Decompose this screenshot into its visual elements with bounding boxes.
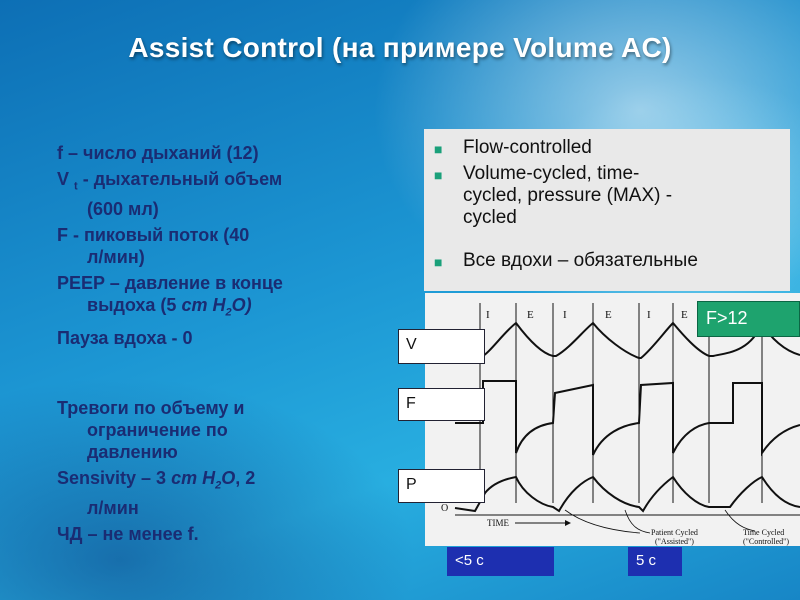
square-bullet-icon: ■	[434, 167, 443, 183]
characteristic-item: ■ Volume-cycled, time-cycled, pressure (…	[434, 163, 673, 228]
param-peak-flow: F - пиковый поток (40 л/мин)	[57, 224, 250, 267]
square-bullet-icon: ■	[434, 254, 443, 270]
flow-waveform	[455, 380, 800, 457]
interval-short-badge: <5 с	[447, 547, 554, 576]
pressure-waveform	[454, 475, 800, 513]
interval-five-badge: 5 с	[628, 547, 682, 576]
param-tidal-volume: V t - дыхательный объем (600 мл)	[57, 169, 283, 219]
square-bullet-icon: ■	[434, 141, 443, 157]
phase-label-expiration: E	[605, 309, 612, 321]
annotation-patient-cycled: Patient Cycled	[651, 528, 698, 537]
zero-label: O	[441, 503, 448, 514]
annotation-controlled: ("Controlled")	[743, 537, 789, 546]
phase-label-expiration: E	[681, 309, 688, 321]
frequency-badge: F>12	[697, 301, 800, 337]
param-pause: Пауза вдоха - 0	[57, 328, 193, 349]
slide-title: Assist Control (на примере Volume AC)	[128, 32, 672, 63]
characteristic-item: ■ Flow-controlled	[434, 137, 592, 158]
waveform-svg: I E I E I E O TIME Patient Cycled ("Assi…	[441, 303, 800, 546]
volume-label: V	[398, 329, 485, 364]
volume-waveform	[455, 320, 800, 359]
phase-label-inspiration: I	[647, 309, 651, 321]
characteristic-item: ■ Все вдохи – обязательные	[434, 250, 698, 271]
pressure-label: P	[398, 469, 485, 503]
mode-characteristics-box: ■ Flow-controlled ■ Volume-cycled, time-…	[424, 129, 790, 291]
parameters-list: f – число дыханий (12) V t - дыхательный…	[57, 142, 397, 549]
flow-label: F	[398, 388, 485, 421]
param-rate: f – число дыханий (12)	[57, 143, 259, 163]
annotation-time-cycled: Time Cycled	[743, 528, 784, 537]
param-alarms: Тревоги по объему и ограничение по давле…	[57, 398, 245, 463]
phase-label-expiration: E	[527, 309, 534, 321]
param-sensitivity: Sensivity – 3 cm H2O, 2 л/мин	[57, 468, 256, 518]
annotation-assisted: ("Assisted")	[655, 537, 694, 546]
phase-label-inspiration: I	[486, 309, 490, 321]
param-peep: PEEP – давление в конце выдоха (5 cm H2O…	[57, 272, 283, 319]
param-rr: ЧД – не менее f.	[57, 523, 199, 544]
time-axis-label: TIME	[487, 518, 509, 528]
phase-label-inspiration: I	[563, 309, 567, 321]
